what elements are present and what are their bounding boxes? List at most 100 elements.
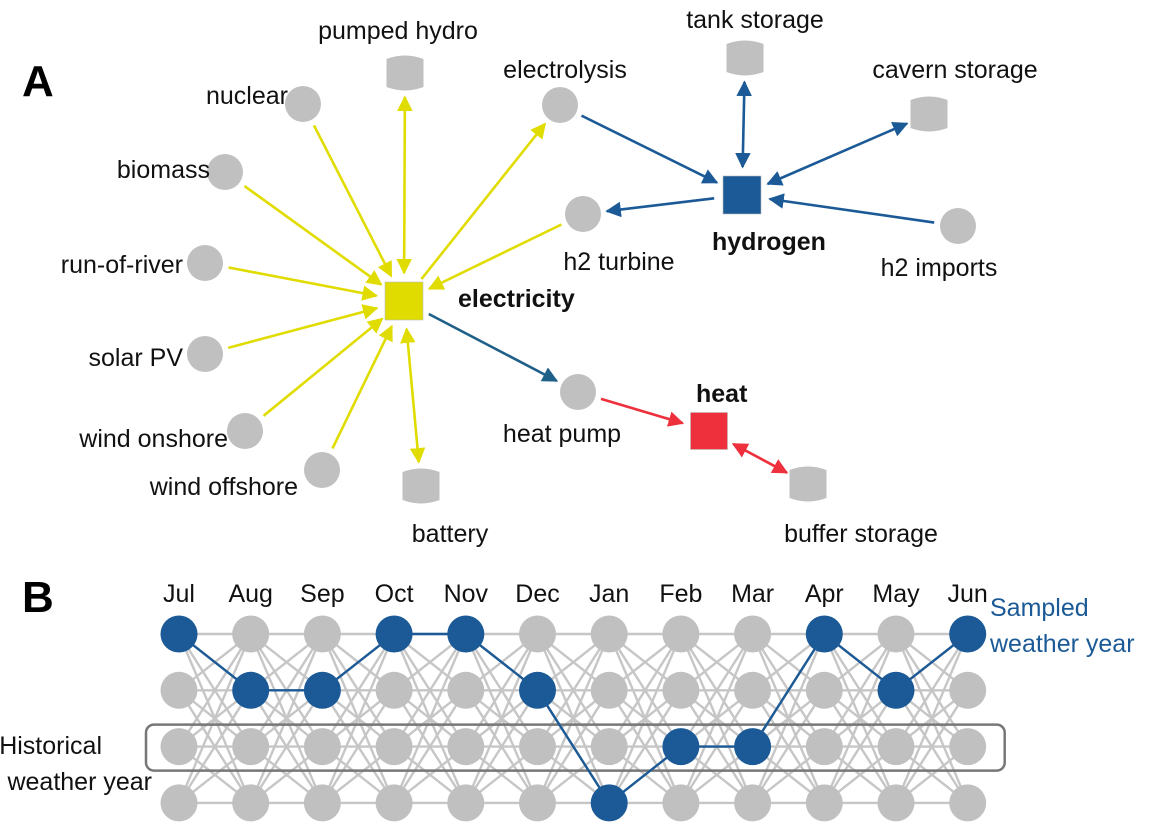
label-nuclear: nuclear bbox=[206, 82, 288, 110]
label-solar_pv: solar PV bbox=[89, 344, 184, 372]
transition-edge bbox=[894, 633, 969, 804]
sampled-node-feb bbox=[662, 728, 700, 766]
sampled-node-may bbox=[877, 671, 915, 709]
converter-node-heat_pump bbox=[560, 374, 596, 410]
link-biomass-to-electricity bbox=[243, 184, 383, 286]
link-h2_turbine-to-electricity bbox=[427, 223, 562, 290]
historical-node bbox=[734, 671, 772, 709]
historical-node bbox=[590, 671, 628, 709]
sampled-weather-year-label-line2: weather year bbox=[989, 630, 1135, 658]
transition-edge bbox=[823, 689, 898, 804]
link-hydrogen-to-tank_storage bbox=[735, 80, 752, 169]
transition-edge bbox=[321, 689, 396, 804]
transition-edge bbox=[464, 689, 539, 804]
transition-edge bbox=[679, 633, 754, 804]
historical-node bbox=[232, 615, 270, 653]
transition-edge bbox=[177, 633, 252, 748]
converter-node-biomass bbox=[207, 154, 243, 190]
label-tank_storage: tank storage bbox=[686, 6, 824, 34]
historical-node bbox=[232, 784, 270, 822]
historical-node bbox=[805, 671, 843, 709]
transition-edge bbox=[823, 633, 898, 804]
converter-node-wind_onshore bbox=[227, 413, 263, 449]
label-electrolysis: electrolysis bbox=[503, 56, 627, 84]
panel-a-energy-network: A electricityhydrogenheatnuclearbiomassr… bbox=[22, 6, 1038, 548]
link-run_of_river-to-electricity bbox=[228, 266, 379, 301]
network-links bbox=[227, 80, 935, 474]
month-label-oct: Oct bbox=[375, 580, 414, 608]
transition-grid bbox=[177, 632, 969, 805]
link-electrolysis-to-hydrogen bbox=[580, 114, 719, 184]
storage-cylinder-pumped_hydro bbox=[386, 55, 424, 91]
historical-node bbox=[949, 728, 987, 766]
hub-heat bbox=[690, 412, 728, 450]
label-heat_pump: heat pump bbox=[503, 420, 621, 448]
link-wind_offshore-to-electricity bbox=[331, 324, 393, 449]
converter-node-solar_pv bbox=[187, 336, 223, 372]
sampled-path-segment bbox=[536, 689, 611, 804]
converter-node-wind_offshore bbox=[304, 452, 340, 488]
sampled-node-oct bbox=[375, 615, 413, 653]
month-label-jul: Jul bbox=[163, 580, 195, 608]
label-cavern_storage: cavern storage bbox=[872, 56, 1037, 84]
historical-node bbox=[447, 671, 485, 709]
historical-node bbox=[590, 728, 628, 766]
link-electricity-to-battery bbox=[400, 327, 426, 464]
historical-node bbox=[662, 671, 700, 709]
link-electricity-to-pumped_hydro bbox=[396, 95, 413, 275]
historical-node bbox=[303, 615, 341, 653]
historical-node bbox=[160, 784, 198, 822]
label-heat: heat bbox=[696, 380, 748, 408]
sampled-node-sep bbox=[303, 671, 341, 709]
historical-node bbox=[519, 728, 556, 766]
historical-node bbox=[877, 728, 915, 766]
network-labels: electricityhydrogenheatnuclearbiomassrun… bbox=[61, 6, 1038, 548]
historical-node bbox=[232, 728, 270, 766]
link-hydrogen-to-cavern_storage bbox=[766, 121, 909, 186]
transition-edge bbox=[321, 633, 396, 748]
transition-edge bbox=[464, 633, 539, 748]
sampled-node-aug bbox=[232, 671, 270, 709]
month-label-sep: Sep bbox=[300, 580, 344, 608]
historical-node bbox=[519, 615, 556, 653]
panel-b-label: B bbox=[22, 573, 54, 622]
historical-node bbox=[303, 728, 341, 766]
link-h2_imports-to-hydrogen bbox=[768, 193, 935, 224]
storage-cylinder-cavern_storage bbox=[910, 96, 948, 132]
historical-node bbox=[877, 615, 915, 653]
month-label-jun: Jun bbox=[948, 580, 988, 608]
storage-cylinder-battery bbox=[402, 468, 440, 504]
transition-edge bbox=[894, 633, 969, 748]
transition-edge bbox=[249, 633, 324, 804]
month-label-mar: Mar bbox=[731, 580, 774, 608]
storage-cylinder-tank_storage bbox=[726, 40, 764, 76]
link-electricity-to-heat_pump bbox=[428, 312, 559, 383]
storage-cylinder-buffer_storage bbox=[789, 466, 827, 502]
historical-weather-year-label-line1: Historical bbox=[0, 732, 102, 760]
historical-node bbox=[160, 671, 198, 709]
label-battery: battery bbox=[412, 520, 489, 548]
historical-node bbox=[590, 615, 628, 653]
label-buffer_storage: buffer storage bbox=[784, 520, 938, 548]
historical-node bbox=[805, 784, 843, 822]
sampled-node-apr bbox=[805, 615, 843, 653]
month-label-may: May bbox=[872, 580, 920, 608]
historical-node bbox=[949, 671, 987, 709]
month-label-feb: Feb bbox=[659, 580, 702, 608]
transition-edge bbox=[823, 633, 898, 748]
label-h2_turbine: h2 turbine bbox=[563, 248, 674, 276]
sampled-node-jun bbox=[949, 615, 987, 653]
historical-year-highlight-box bbox=[144, 723, 1006, 772]
transition-edge bbox=[393, 633, 467, 748]
hub-electricity bbox=[384, 281, 424, 321]
converter-node-nuclear bbox=[285, 86, 321, 122]
historical-node bbox=[805, 728, 843, 766]
label-run_of_river: run-of-river bbox=[61, 251, 183, 279]
label-hydrogen: hydrogen bbox=[712, 228, 826, 256]
transition-edge bbox=[177, 689, 252, 804]
transition-edge bbox=[608, 633, 682, 748]
historical-node bbox=[447, 728, 485, 766]
month-label-dec: Dec bbox=[515, 580, 559, 608]
